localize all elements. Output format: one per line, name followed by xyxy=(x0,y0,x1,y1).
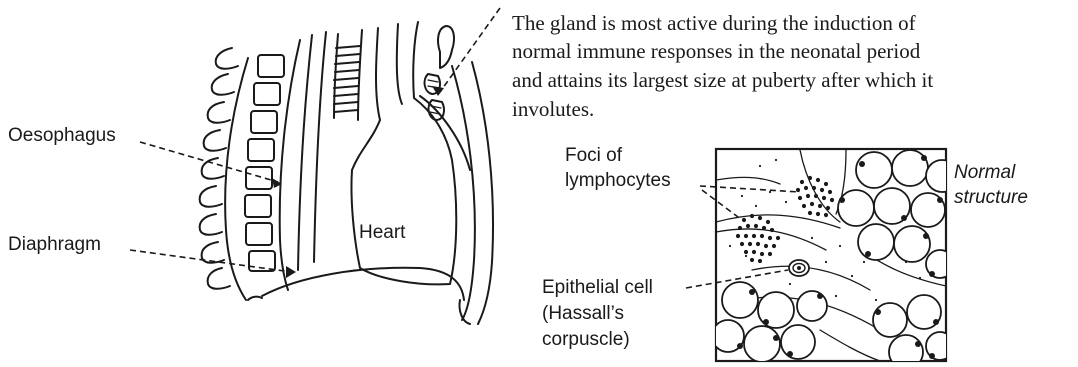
arrowhead-diaphragm xyxy=(286,266,296,278)
oesophagus-wall-right xyxy=(314,32,326,262)
trachea xyxy=(334,30,362,120)
histology-panel xyxy=(712,149,958,367)
description-line-1: The gland is most active during the indu… xyxy=(512,11,916,35)
diaphragm-edge xyxy=(248,297,262,300)
thymus-gland xyxy=(425,26,454,120)
leader-diaphragm xyxy=(130,250,292,272)
description-paragraph: The gland is most active during the indu… xyxy=(512,11,933,121)
description-line-4: involutes. xyxy=(512,97,594,121)
vertebrae xyxy=(245,55,284,271)
aorta-line xyxy=(397,24,402,104)
label-epithelial-line1: Epithelial cell xyxy=(542,277,653,298)
label-normal-line2: structure xyxy=(954,187,1028,208)
label-diaphragm: Diaphragm xyxy=(8,234,101,255)
label-normal-line1: Normal xyxy=(954,162,1016,183)
label-epithelial-line2: (Hassall’s xyxy=(542,303,624,324)
label-epithelial-line3: corpuscle) xyxy=(542,329,630,350)
label-foci-line1: Foci of xyxy=(565,145,623,166)
label-oesophagus: Oesophagus xyxy=(8,125,116,146)
chest-wall-outer xyxy=(472,62,493,324)
label-heart: Heart xyxy=(359,222,406,243)
thorax-drawing xyxy=(200,22,493,324)
description-line-3: and attains its largest size at puberty … xyxy=(512,68,933,92)
hassalls-corpuscle xyxy=(789,260,809,276)
oesophagus-wall-left xyxy=(298,35,312,270)
leader-thymus xyxy=(440,8,500,92)
description-line-2: normal immune responses in the neonatal … xyxy=(512,39,921,63)
label-foci-line2: lymphocytes xyxy=(565,170,671,191)
